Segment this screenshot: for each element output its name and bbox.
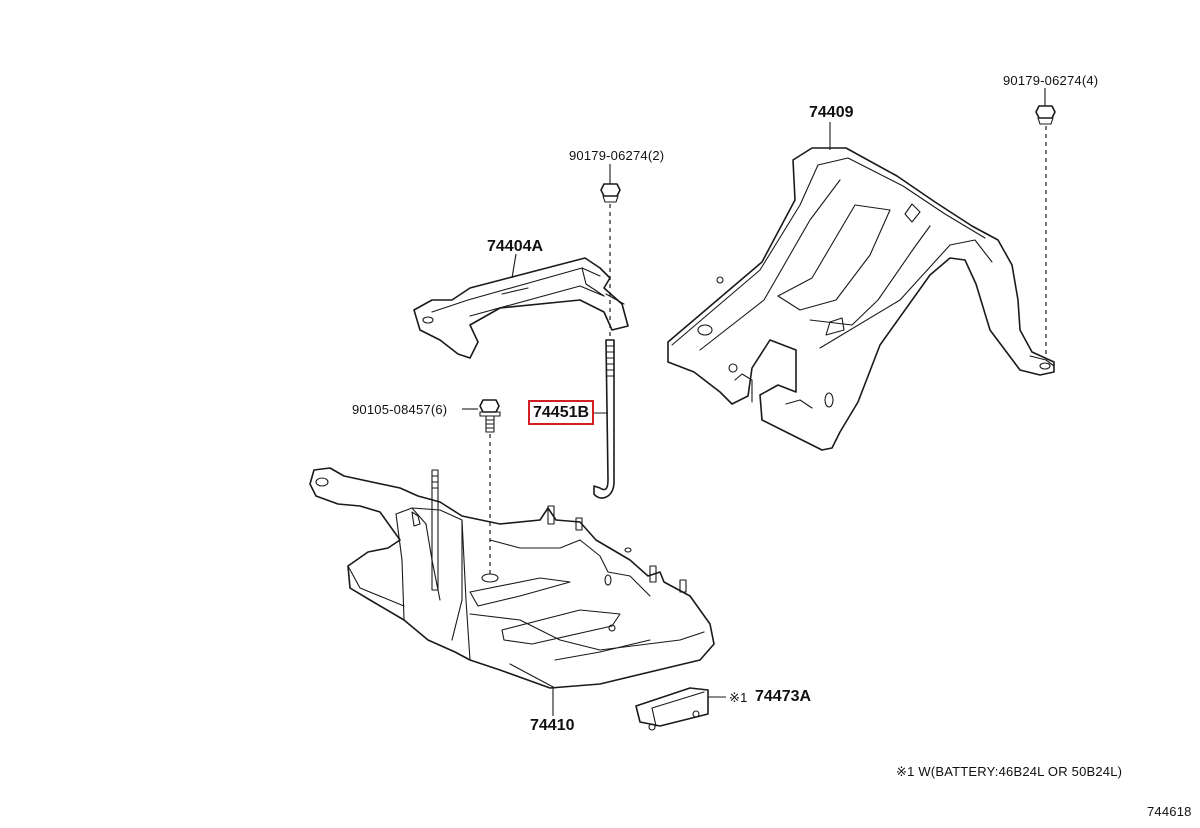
nut-90179-mid[interactable] bbox=[600, 177, 621, 203]
battery-tray-74410[interactable] bbox=[309, 467, 715, 689]
diagram-id: 744618 bbox=[1147, 804, 1192, 819]
label-74404A[interactable]: 74404A bbox=[487, 238, 544, 255]
label-74451B-selected[interactable]: 74451B bbox=[528, 400, 595, 425]
label-74410[interactable]: 74410 bbox=[530, 717, 575, 734]
battery-hold-rod-74451B[interactable] bbox=[593, 339, 615, 499]
label-74473A[interactable]: 74473A bbox=[755, 688, 812, 705]
battery-bracket-74409[interactable] bbox=[667, 147, 1055, 451]
label-74409[interactable]: 74409 bbox=[809, 104, 854, 121]
label-90179-mid[interactable]: 90179-06274(2) bbox=[569, 148, 665, 163]
label-90179-right[interactable]: 90179-06274(4) bbox=[1003, 73, 1099, 88]
bolt-90105[interactable] bbox=[479, 399, 501, 433]
battery-clamp-74404A[interactable] bbox=[413, 257, 629, 359]
footnote: ※1 W(BATTERY:46B24L OR 50B24L) bbox=[896, 764, 1123, 779]
leader-74404A bbox=[511, 253, 517, 279]
cover-74473A[interactable] bbox=[635, 687, 709, 731]
nut-90179-right[interactable] bbox=[1035, 101, 1056, 125]
label-90105[interactable]: 90105-08457(6) bbox=[352, 402, 448, 417]
note-mark: ※1 bbox=[729, 690, 748, 705]
